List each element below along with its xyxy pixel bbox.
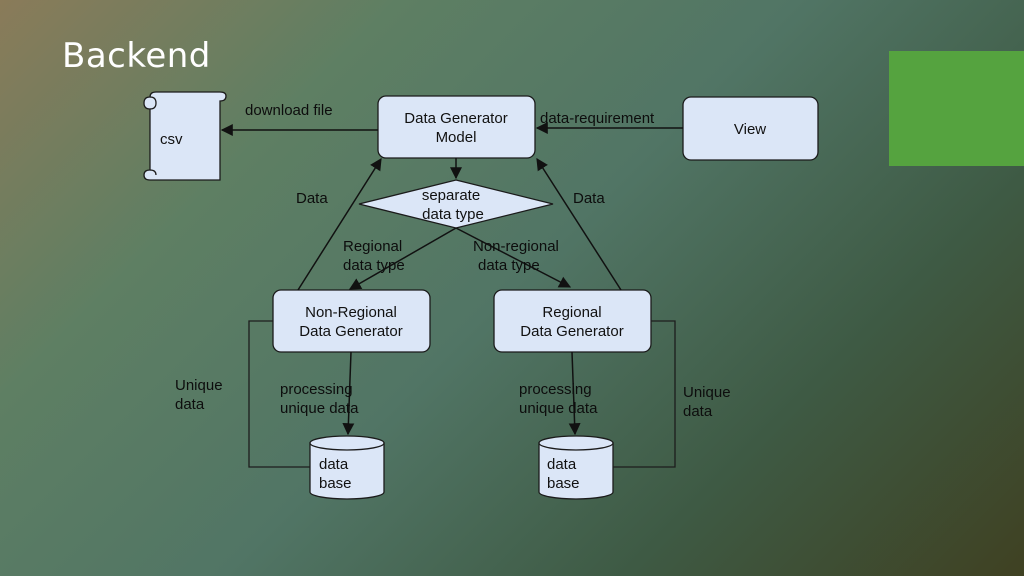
view-node: View [682,96,819,161]
processing-right-arrow [568,351,581,436]
regional-generator-node: Regional Data Generator [493,289,652,353]
processing-left-label-line2: unique data [280,400,359,417]
processing-right-label-line2: unique data [519,400,598,417]
regional-data-arrow [536,157,622,291]
view-label: View [734,121,766,138]
nonregional-type-label-line2: data type [478,257,540,274]
model-label-line2: Model [436,129,477,146]
unique-left-label-line2: data [175,396,205,413]
separate-label-line2: data type [422,206,484,223]
unique-data-right-loop [613,320,676,468]
separate-data-type-decision: separate data type [358,179,554,229]
regional-type-arrow [348,227,457,290]
non-regional-label-line2: Data Generator [299,323,402,340]
nonregional-data-arrow [297,157,382,291]
unique-right-label-line1: Unique [683,384,731,401]
download-file-label: download file [245,102,333,119]
database-right-label-line2: base [547,475,580,492]
non-regional-label-line1: Non-Regional [305,304,397,321]
csv-label: csv [160,131,183,148]
model-label-line1: Data Generator [404,110,507,127]
processing-left-arrow [342,351,355,436]
non-regional-generator-node: Non-Regional Data Generator [272,289,431,353]
regional-label-line2: Data Generator [520,323,623,340]
separate-label-line1: separate [422,187,480,204]
regional-type-label-line2: data type [343,257,405,274]
data-generator-model-node: Data Generator Model [377,95,536,159]
regional-label-line1: Regional [542,304,601,321]
processing-left-label-line1: processing [280,381,353,398]
database-right-node: data base [538,435,614,500]
regional-type-label-line1: Regional [343,238,402,255]
unique-right-label-line2: data [683,403,713,420]
nonregional-type-label-line1: Non-regional [473,238,559,255]
data-requirement-label: data-requirement [540,110,655,127]
data-left-label: Data [296,190,328,207]
data-right-label: Data [573,190,605,207]
database-left-label-line1: data [319,456,349,473]
accent-block [889,51,1024,166]
csv-document-node: csv [143,91,227,181]
slide-title: Backend [62,36,211,76]
database-right-label-line1: data [547,456,577,473]
database-left-label-line2: base [319,475,352,492]
nonregional-type-arrow [455,227,572,288]
unique-data-left-loop [248,320,310,468]
database-left-node: data base [309,435,385,500]
unique-left-label-line1: Unique [175,377,223,394]
processing-right-label-line1: processing [519,381,592,398]
